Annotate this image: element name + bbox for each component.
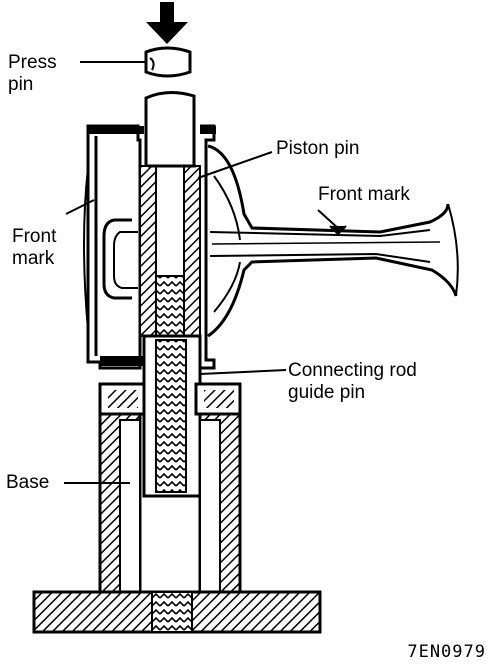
front-mark-left-label: Front mark	[12, 226, 56, 270]
guide-pin-label-line1: Connecting rod	[288, 360, 417, 381]
base	[32, 382, 322, 634]
guide-pin	[142, 275, 202, 498]
press-pin-cap	[144, 46, 192, 78]
front-mark-right-label: Front mark	[318, 184, 410, 205]
press-arrow	[146, 2, 188, 44]
base-label: Base	[6, 472, 50, 493]
press-pin-label: Press pin	[8, 52, 57, 96]
press-pin-label-line1: Press	[8, 52, 57, 73]
figure-code: 7EN0979	[407, 642, 486, 662]
piston-pin	[139, 164, 201, 337]
press-pin-label-line2: pin	[8, 74, 34, 95]
connecting-rod	[207, 144, 459, 338]
guide-pin-label-line2: guide pin	[288, 382, 366, 403]
press-rod	[144, 91, 196, 168]
leader-lines	[64, 61, 341, 484]
piston-pin-label: Piston pin	[276, 138, 360, 159]
front-mark-left-line2: mark	[12, 248, 55, 269]
guide-pin-label: Connecting rod guide pin	[288, 360, 417, 404]
piston-body	[83, 124, 216, 370]
front-mark-left-line1: Front	[12, 226, 57, 247]
